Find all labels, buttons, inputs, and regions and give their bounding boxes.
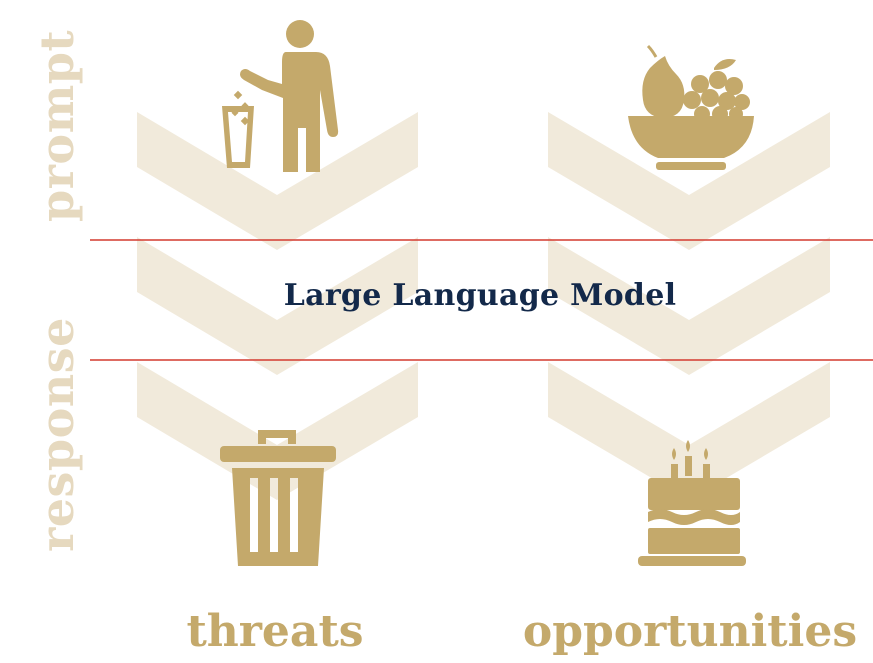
- response-axis-label: response: [30, 317, 84, 552]
- trash-can-icon: [220, 430, 336, 566]
- chevron: [548, 237, 830, 375]
- model-label: Large Language Model: [283, 278, 677, 313]
- fruit-bowl-icon: [628, 44, 754, 170]
- person-throwing-trash-icon: [222, 20, 339, 172]
- chevron: [548, 112, 830, 250]
- chevron: [137, 112, 418, 250]
- threats-label: threats: [186, 606, 364, 657]
- prompt-axis-label: prompt: [30, 29, 84, 222]
- opportunities-label: opportunities: [522, 606, 858, 657]
- chevron: [137, 237, 418, 375]
- birthday-cake-icon: [638, 440, 746, 566]
